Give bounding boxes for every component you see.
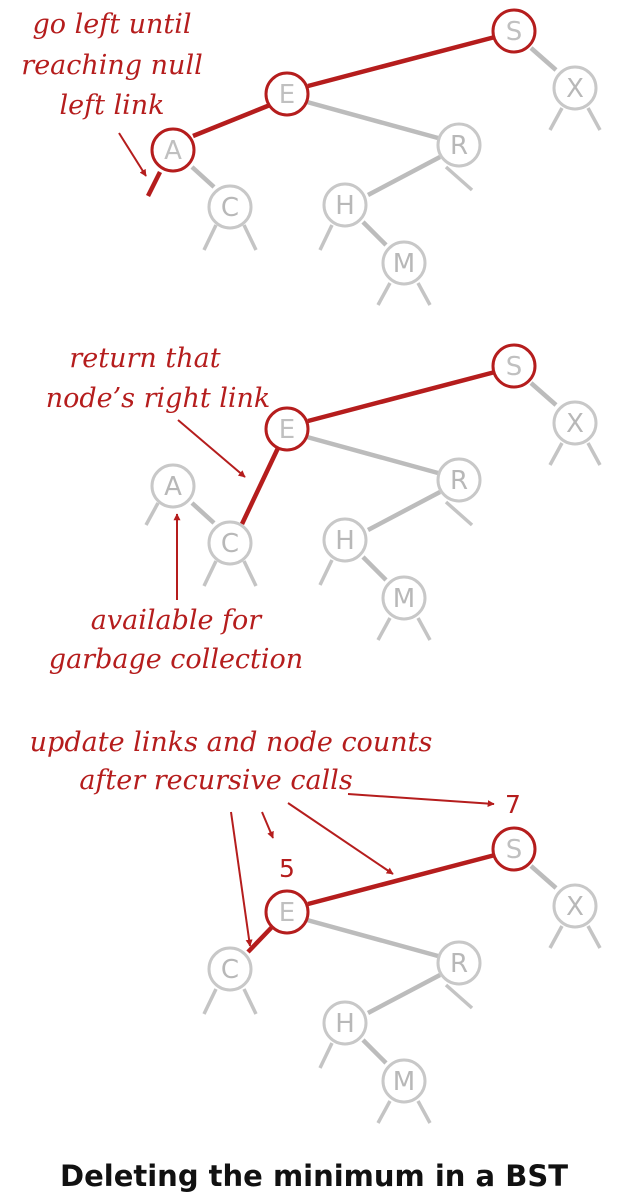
svg-text:X: X	[566, 409, 584, 439]
node-h: H	[322, 182, 368, 228]
panel-3: S X E R C H M 7 5 update links and node …	[30, 727, 602, 1124]
svg-text:A: A	[164, 136, 182, 166]
count-e: 5	[279, 854, 295, 883]
svg-text:X: X	[566, 74, 584, 104]
count-s: 7	[505, 790, 521, 819]
node-x: X	[552, 883, 598, 929]
svg-text:S: S	[506, 17, 523, 47]
node-r: R	[436, 122, 482, 168]
edge-s-e	[307, 34, 496, 89]
node-m: M	[381, 1058, 427, 1104]
svg-text:C: C	[221, 955, 239, 985]
arrow-to-ec-link	[230, 811, 253, 947]
panel-2: S X E R A C H M return that node’s right…	[46, 343, 602, 675]
panel-1: S X E R A C H M go left until reaching n…	[21, 8, 602, 306]
svg-text:M: M	[393, 584, 415, 614]
node-x: X	[552, 400, 598, 446]
null-links	[144, 442, 602, 641]
annotation-go-left-2: reaching null	[21, 50, 202, 81]
edge-e-c	[239, 447, 281, 525]
node-m: M	[381, 575, 427, 621]
edge-a-c	[190, 165, 216, 189]
edge-s-x	[529, 381, 558, 407]
svg-text:H: H	[335, 526, 355, 556]
svg-text:C: C	[221, 529, 239, 559]
node-c: C	[207, 520, 253, 566]
edge-e-r	[306, 99, 439, 141]
svg-text:R: R	[450, 949, 468, 979]
svg-text:C: C	[221, 193, 239, 223]
arrow-go-left	[118, 132, 147, 177]
svg-text:E: E	[279, 898, 295, 928]
annotation-return-1: return that	[69, 343, 220, 374]
edge-h-m	[361, 555, 388, 582]
node-x: X	[552, 65, 598, 111]
annotation-go-left-3: left link	[59, 90, 164, 121]
node-c: C	[207, 946, 253, 992]
svg-text:R: R	[450, 466, 468, 496]
node-s: S	[491, 826, 537, 872]
annotation-return-2: node’s right link	[46, 383, 271, 414]
svg-text:H: H	[335, 1009, 355, 1039]
edge-h-m	[361, 220, 388, 247]
node-r: R	[436, 940, 482, 986]
edge-e-r	[306, 434, 439, 476]
arrow-to-s-count	[347, 793, 495, 808]
edge-r-h	[366, 155, 442, 197]
arrow-to-se-link	[287, 802, 394, 875]
svg-text:X: X	[566, 892, 584, 922]
edge-r-h	[366, 490, 442, 532]
svg-text:E: E	[279, 80, 295, 110]
annotation-update-1: update links and node counts	[30, 727, 433, 758]
svg-text:S: S	[506, 352, 523, 382]
node-a: A	[150, 127, 196, 173]
svg-text:E: E	[279, 415, 295, 445]
svg-text:M: M	[393, 249, 415, 279]
edge-s-e	[307, 369, 496, 424]
edge-s-e	[307, 852, 496, 907]
node-h: H	[322, 1000, 368, 1046]
null-links	[202, 925, 602, 1124]
edge-s-x	[529, 46, 558, 72]
node-r: R	[436, 457, 482, 503]
node-h: H	[322, 517, 368, 563]
edge-e-a	[192, 102, 271, 139]
annotation-go-left-1: go left until	[32, 9, 191, 40]
annotation-garbage-1: available for	[91, 605, 264, 636]
edge-e-c	[246, 925, 274, 954]
edge-r-h	[366, 973, 442, 1015]
null-left-link	[145, 170, 163, 198]
node-e: E	[264, 406, 310, 452]
edge-s-x	[529, 864, 558, 890]
node-e: E	[264, 71, 310, 117]
edge-h-m	[361, 1038, 388, 1065]
node-m: M	[381, 240, 427, 286]
svg-text:H: H	[335, 191, 355, 221]
edge-e-r	[306, 917, 439, 959]
node-a-detached: A	[150, 463, 196, 509]
annotation-update-2: after recursive calls	[79, 765, 352, 796]
arrow-to-e-count	[261, 811, 274, 839]
node-s: S	[491, 8, 537, 54]
node-c: C	[207, 184, 253, 230]
node-e: E	[264, 889, 310, 935]
svg-text:M: M	[393, 1067, 415, 1097]
edge-a-c-detached	[190, 501, 216, 525]
svg-text:A: A	[164, 472, 182, 502]
svg-text:R: R	[450, 131, 468, 161]
figure-caption: Deleting the minimum in a BST	[60, 1159, 568, 1193]
annotation-garbage-2: garbage collection	[49, 644, 303, 675]
null-links	[202, 107, 602, 306]
svg-text:S: S	[506, 835, 523, 865]
arrow-return	[177, 419, 246, 478]
node-s: S	[491, 343, 537, 389]
